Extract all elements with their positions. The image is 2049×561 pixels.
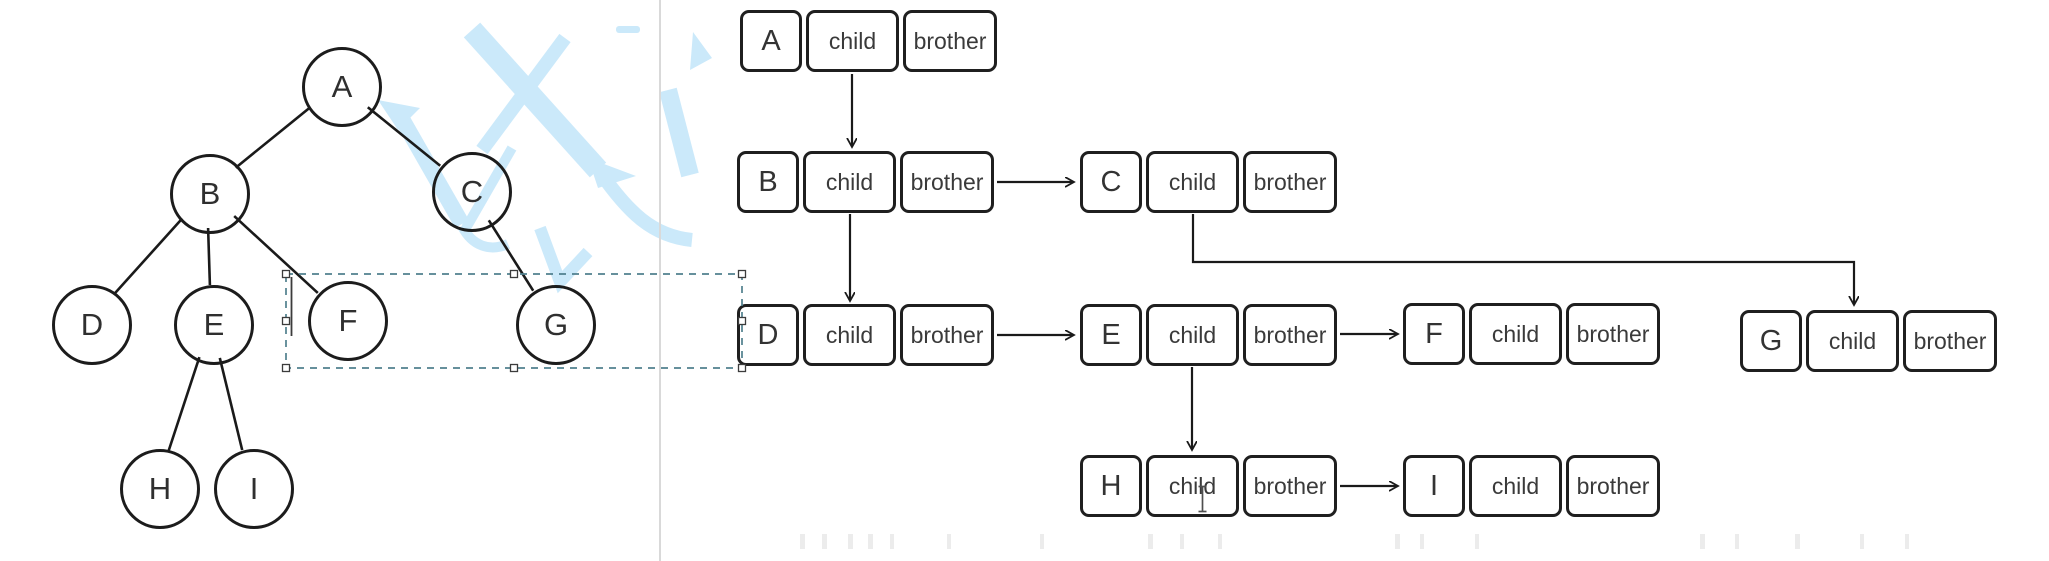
- list-row-e[interactable]: E child brother: [1080, 304, 1337, 366]
- tree-edge-c-g: [487, 219, 535, 292]
- child-pointer-box[interactable]: child: [1469, 303, 1562, 365]
- tree-node-a[interactable]: A: [302, 47, 382, 127]
- selection-handle-mid-left: [281, 316, 291, 326]
- node-letter-box[interactable]: I: [1403, 455, 1465, 517]
- child-pointer-box[interactable]: child: [1146, 455, 1239, 517]
- list-row-f[interactable]: F child brother: [1403, 303, 1660, 365]
- selection-handle-top-mid: [509, 269, 519, 279]
- brother-pointer-box[interactable]: brother: [1566, 455, 1660, 517]
- node-letter-box[interactable]: C: [1080, 151, 1142, 213]
- child-pointer-box[interactable]: child: [1469, 455, 1562, 517]
- selection-handle-bottom-left: [281, 363, 291, 373]
- list-row-b[interactable]: B child brother: [737, 151, 994, 213]
- tree-edge-a-c: [366, 106, 442, 167]
- brother-pointer-box[interactable]: brother: [900, 151, 994, 213]
- page-divider-line: [659, 0, 661, 561]
- list-row-i[interactable]: I child brother: [1403, 455, 1660, 517]
- child-pointer-box[interactable]: child: [803, 151, 896, 213]
- node-letter-box[interactable]: A: [740, 10, 802, 72]
- list-row-c[interactable]: C child brother: [1080, 151, 1337, 213]
- tree-edge-e-h: [167, 356, 201, 452]
- node-letter-box[interactable]: F: [1403, 303, 1465, 365]
- list-row-g[interactable]: G child brother: [1740, 310, 1997, 372]
- tree-node-d[interactable]: D: [52, 285, 132, 365]
- tree-node-c[interactable]: C: [432, 152, 512, 232]
- tree-edge-e-i: [218, 357, 244, 451]
- child-pointer-box[interactable]: child: [803, 304, 896, 366]
- list-row-d[interactable]: D child brother: [737, 304, 994, 366]
- list-row-h[interactable]: H child brother: [1080, 455, 1337, 517]
- child-pointer-box[interactable]: child: [806, 10, 899, 72]
- selection-handle-top-left: [281, 269, 291, 279]
- brother-pointer-box[interactable]: brother: [903, 10, 997, 72]
- tree-node-i[interactable]: I: [214, 449, 294, 529]
- brother-pointer-box[interactable]: brother: [1566, 303, 1660, 365]
- brother-pointer-box[interactable]: brother: [1243, 455, 1337, 517]
- list-row-a[interactable]: A child brother: [740, 10, 997, 72]
- selection-handle-bottom-mid: [509, 363, 519, 373]
- tree-edge-b-e: [206, 227, 212, 286]
- child-pointer-box[interactable]: child: [1806, 310, 1899, 372]
- brother-pointer-box[interactable]: brother: [1243, 304, 1337, 366]
- node-letter-box[interactable]: H: [1080, 455, 1142, 517]
- node-letter-box[interactable]: D: [737, 304, 799, 366]
- brother-pointer-box[interactable]: brother: [900, 304, 994, 366]
- selection-handle-top-right: [737, 269, 747, 279]
- child-pointer-box[interactable]: child: [1146, 151, 1239, 213]
- tree-edge-b-d: [112, 217, 184, 296]
- tree-edge-a-b: [234, 106, 312, 169]
- tree-node-b[interactable]: B: [170, 154, 250, 234]
- tree-node-f[interactable]: F: [308, 281, 388, 361]
- brother-pointer-box[interactable]: brother: [1243, 151, 1337, 213]
- node-letter-box[interactable]: G: [1740, 310, 1802, 372]
- node-letter-box[interactable]: B: [737, 151, 799, 213]
- node-letter-box[interactable]: E: [1080, 304, 1142, 366]
- brother-pointer-box[interactable]: brother: [1903, 310, 1997, 372]
- tree-node-e[interactable]: E: [174, 285, 254, 365]
- arrow-c-child-to-g: [1191, 214, 1854, 304]
- tree-node-h[interactable]: H: [120, 449, 200, 529]
- tree-edge-b-f: [233, 215, 319, 294]
- tree-node-g[interactable]: G: [516, 285, 596, 365]
- child-pointer-box[interactable]: child: [1146, 304, 1239, 366]
